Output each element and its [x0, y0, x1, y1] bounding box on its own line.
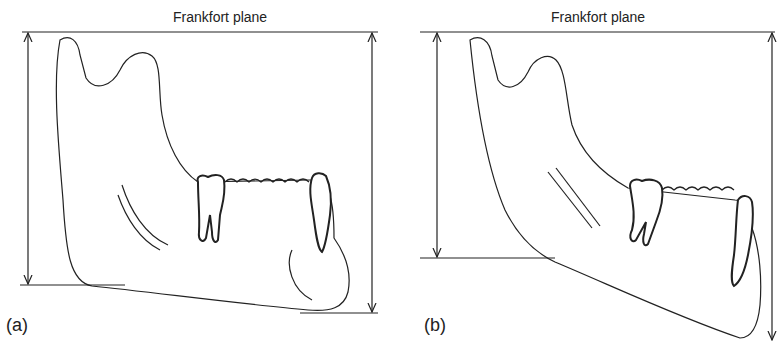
- mandible-outline: [56, 38, 349, 311]
- plane-label: Frankfort plane: [548, 10, 648, 25]
- alveolar-crest: [225, 179, 309, 182]
- plane-label: Frankfort plane: [170, 10, 270, 25]
- oblique-line: [122, 185, 168, 245]
- molar-tooth: [630, 180, 663, 246]
- reference-line: [300, 312, 378, 313]
- height-arrow: [27, 33, 28, 284]
- height-arrow: [771, 33, 772, 340]
- mandible-outline: [470, 38, 761, 338]
- height-arrow: [436, 33, 437, 257]
- reference-line: [420, 257, 555, 258]
- incisor-tooth: [732, 196, 753, 286]
- panel-label: (a): [6, 316, 28, 336]
- molar-tooth: [198, 175, 225, 242]
- oblique-line: [556, 168, 600, 226]
- frankfort-line: [22, 31, 378, 32]
- frankfort-line: [420, 31, 775, 32]
- chin-contour: [289, 250, 312, 300]
- alveolar-crest: [662, 187, 734, 190]
- incisor-tooth: [310, 173, 330, 252]
- height-arrow: [371, 33, 372, 312]
- oblique-line: [118, 195, 160, 250]
- oblique-line: [548, 172, 592, 228]
- panel-label: (b): [424, 316, 446, 336]
- reference-line: [20, 284, 125, 285]
